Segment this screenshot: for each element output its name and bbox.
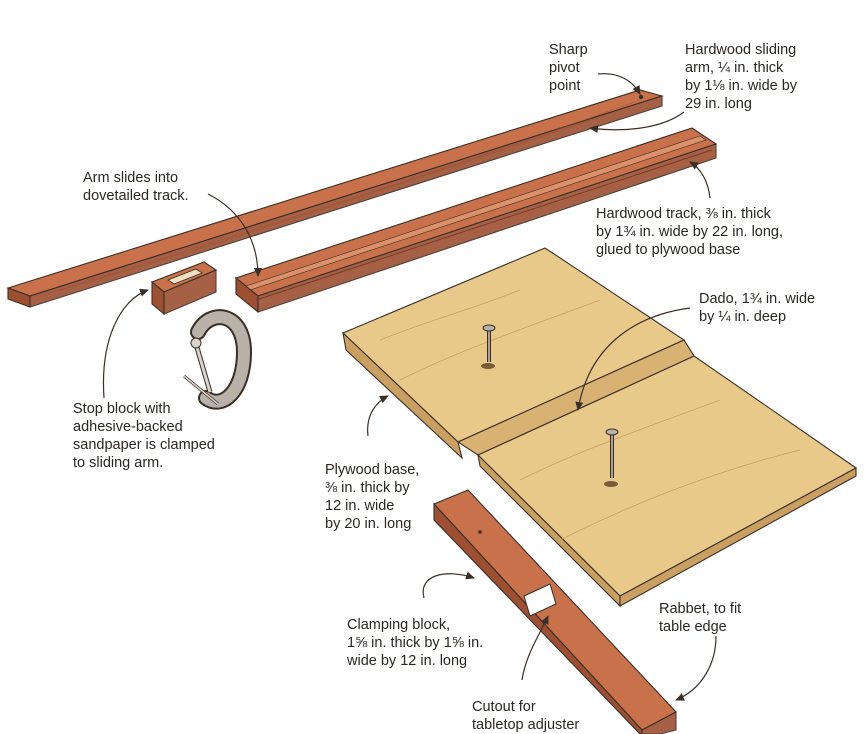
label-plywood-base: Plywood base, ⅜ in. thick by 12 in. wide… <box>325 462 420 532</box>
c-clamp-icon <box>183 309 253 410</box>
label-arm-slides: Arm slides into dovetailed track. <box>83 170 189 204</box>
label-hardwood-track: Hardwood track, ⅜ in. thick by 1¾ in. wi… <box>596 206 784 258</box>
label-stop-block: Stop block with adhesive-backed sandpape… <box>73 401 215 471</box>
screw-icon <box>481 324 496 369</box>
plywood-base <box>342 247 858 608</box>
hardwood-track <box>234 127 718 314</box>
clamping-block <box>433 489 677 734</box>
label-sliding-arm: Hardwood sliding arm, ¼ in. thick by 1⅛ … <box>685 42 798 112</box>
label-sharp-pivot-point: Sharp pivot point <box>549 42 588 94</box>
leader-arrows <box>102 73 717 701</box>
cutout-notch <box>523 583 557 617</box>
stop-block <box>150 261 218 316</box>
label-dado: Dado, 1¾ in. wide by ¼ in. deep <box>699 291 816 325</box>
label-cutout: Cutout for tabletop adjuster <box>472 699 580 733</box>
pivot-point-icon <box>638 94 644 100</box>
label-clamping-block: Clamping block, 1⅝ in. thick by 1⅝ in. w… <box>347 617 484 669</box>
label-rabbet: Rabbet, to fit table edge <box>659 601 742 635</box>
sliding-arm <box>6 89 664 308</box>
screw-icon <box>604 428 619 487</box>
